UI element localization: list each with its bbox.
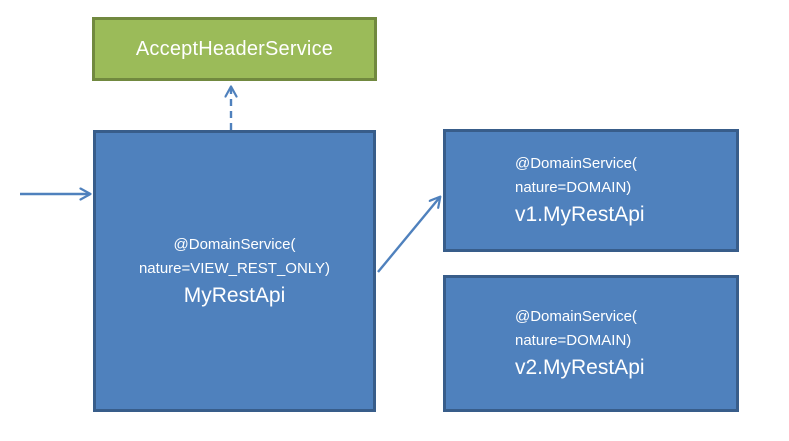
my-rest-api-annotation-line1: @DomainService(	[173, 235, 296, 253]
v1-my-rest-api-node: @DomainService( nature=DOMAIN) v1.MyRest…	[443, 129, 739, 252]
v1-annotation-line2: nature=DOMAIN)	[515, 179, 632, 196]
delegation-arrow	[377, 197, 440, 273]
my-rest-api-node: @DomainService( nature=VIEW_REST_ONLY) M…	[93, 130, 376, 412]
accept-header-service-node: AcceptHeaderService	[92, 17, 377, 81]
accept-header-service-label: AcceptHeaderService	[135, 38, 334, 60]
v1-my-rest-api-name: v1.MyRestApi	[515, 203, 645, 226]
v1-annotation-line1: @DomainService(	[515, 155, 637, 172]
v2-my-rest-api-name: v2.MyRestApi	[515, 356, 645, 379]
v2-my-rest-api-node: @DomainService( nature=DOMAIN) v2.MyRest…	[443, 275, 739, 412]
my-rest-api-annotation-line2: nature=VIEW_REST_ONLY)	[138, 259, 331, 277]
v2-annotation-line1: @DomainService(	[515, 308, 637, 325]
my-rest-api-name: MyRestApi	[183, 283, 286, 307]
v2-annotation-line2: nature=DOMAIN)	[515, 332, 632, 349]
